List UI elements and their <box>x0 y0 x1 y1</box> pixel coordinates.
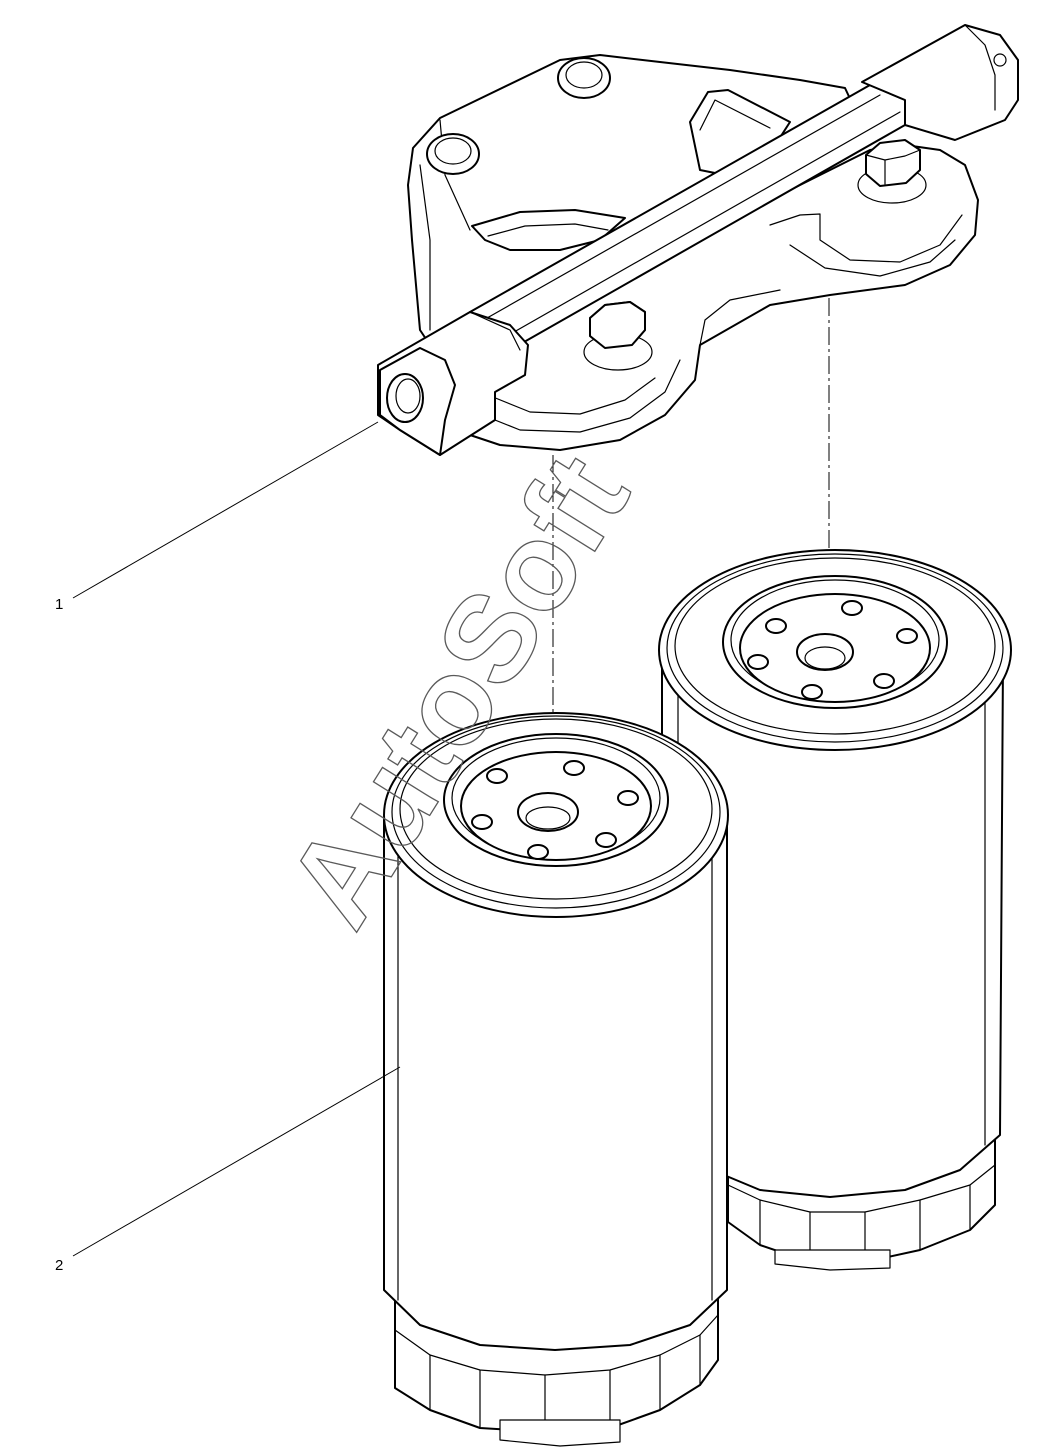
callout-1-leader <box>72 421 379 599</box>
callout-2: 2 <box>55 1066 401 1274</box>
callout-1-label: 1 <box>55 596 63 613</box>
callout-2-label: 2 <box>55 1257 63 1274</box>
filter-cartridge-front <box>383 712 729 1447</box>
callout-1: 1 <box>55 421 379 613</box>
callout-2-leader <box>72 1066 401 1257</box>
filter-head-assembly <box>377 24 1019 456</box>
filter-cartridge-rear <box>658 549 1012 1271</box>
